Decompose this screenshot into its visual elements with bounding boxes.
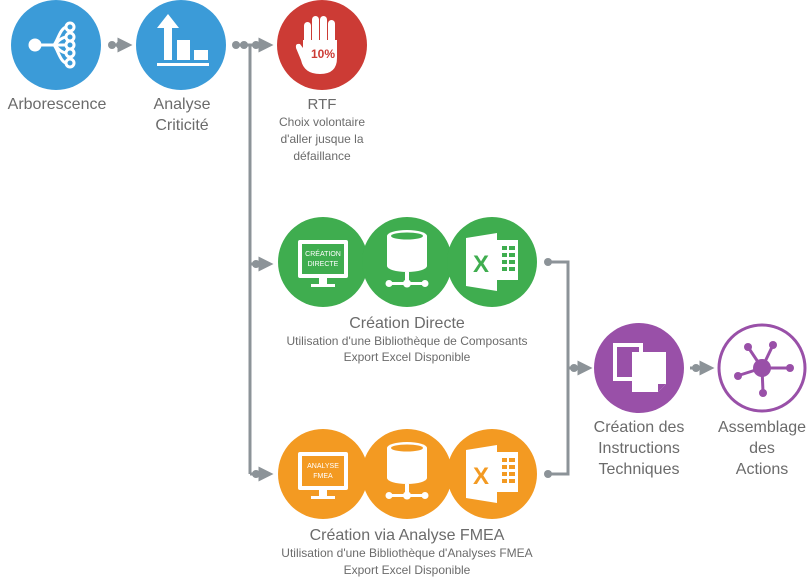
label-assemblage-line3: Actions [735, 461, 789, 478]
monitor-icon: ANALYSE FMEA [298, 452, 348, 499]
node-instructions [594, 323, 684, 413]
label-rtf-sub1: Choix volontaire [278, 115, 366, 129]
tree-icon [28, 21, 76, 69]
documents-icon [613, 343, 666, 392]
label-creation-fmea-sub2: Export Excel Disponible [343, 563, 471, 577]
label-rtf-sub3: défaillance [293, 149, 351, 163]
label-rtf-sub2: d'aller jusque la [280, 132, 364, 146]
node-creation-fmea: ANALYSE FMEA [278, 429, 537, 519]
rtf-badge: 10% [311, 47, 335, 61]
database-icon [385, 442, 429, 500]
excel-letter: X [473, 251, 489, 278]
label-creation-directe-sub2: Export Excel Disponible [343, 350, 471, 364]
screen-text-line2: DIRECTE [308, 261, 339, 268]
screen-text-line1: ANALYSE [307, 463, 339, 470]
label-creation-directe-sub1: Utilisation d'une Bibliothèque de Compos… [286, 334, 528, 348]
node-creation-directe: CRÉATION DIRECTE [278, 217, 537, 307]
connector-dots [108, 41, 700, 478]
node-assemblage [717, 323, 807, 413]
hand-stop-icon [295, 16, 337, 74]
screen-text-line2: FMEA [313, 473, 333, 480]
label-arborescence: Arborescence [7, 96, 107, 113]
bar-chart-arrow-icon [157, 14, 209, 66]
label-creation-directe: Création Directe [349, 315, 465, 332]
label-criticite: Criticité [155, 117, 209, 134]
label-assemblage-line2: des [749, 440, 775, 457]
label-instructions-line1: Création des [593, 419, 685, 436]
network-hub-icon [734, 341, 794, 397]
connector-fmea-merge [546, 368, 570, 476]
monitor-icon: CRÉATION DIRECTE [298, 240, 348, 287]
node-arborescence [11, 0, 101, 90]
connector-directe-merge [546, 260, 570, 368]
excel-icon: X [466, 233, 518, 291]
database-icon [385, 230, 429, 288]
label-instructions-line2: Instructions [598, 440, 680, 457]
label-instructions-line3: Techniques [598, 461, 680, 478]
label-assemblage-line1: Assemblage [717, 419, 807, 436]
node-analyse-criticite [136, 0, 226, 90]
label-analyse: Analyse [153, 96, 211, 113]
label-creation-fmea-sub1: Utilisation d'une Bibliothèque d'Analyse… [281, 546, 533, 560]
label-rtf: RTF [307, 96, 337, 113]
node-rtf: 10% [277, 0, 367, 90]
screen-text-line1: CRÉATION [305, 249, 341, 258]
excel-letter: X [473, 463, 489, 490]
excel-icon: X [466, 445, 518, 503]
label-creation-fmea: Création via Analyse FMEA [309, 527, 505, 544]
